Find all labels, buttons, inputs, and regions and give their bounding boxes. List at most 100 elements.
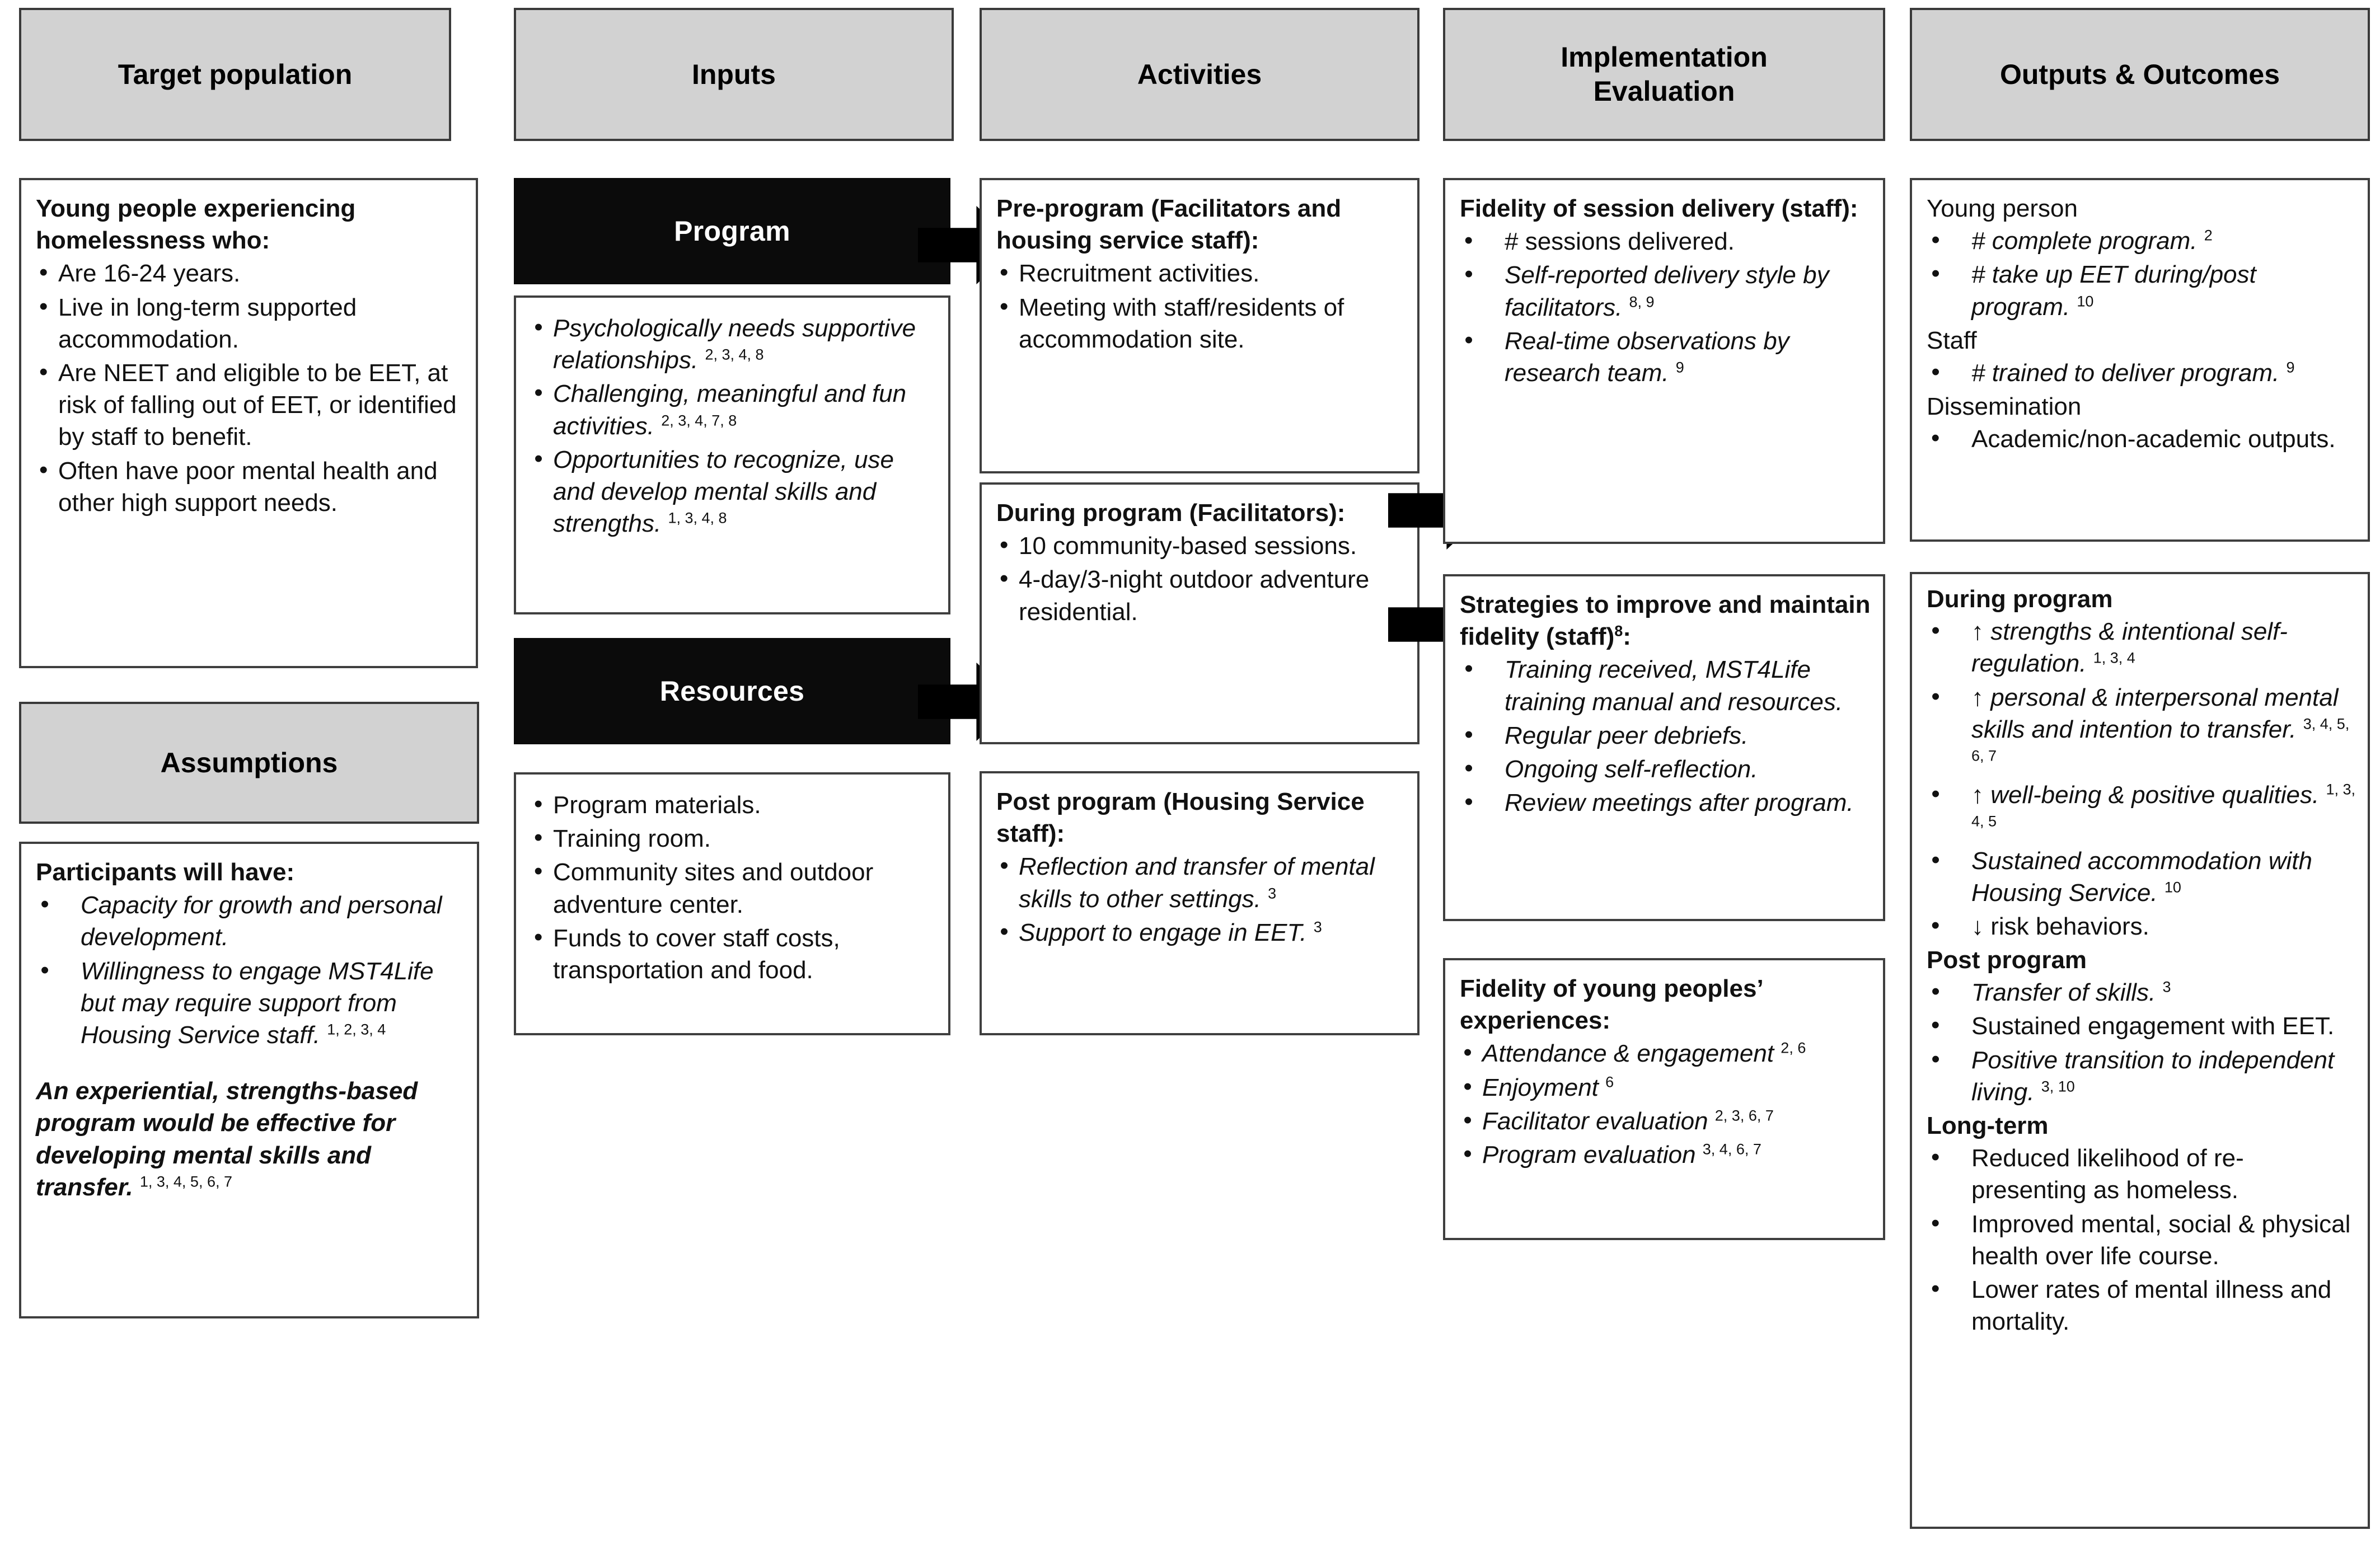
- inputs-resources-list: Program materials. Training room. Commun…: [531, 788, 937, 986]
- list-item-text: Transfer of skills.: [1971, 979, 2156, 1007]
- list-item-text: Support to engage in EET.: [1019, 918, 1307, 946]
- header-label: Assumptions: [160, 747, 338, 778]
- box-title-text: Strategies to improve and maintain fidel…: [1460, 591, 1871, 651]
- assumptions-content: Participants will have: Capacity for gro…: [21, 844, 477, 1211]
- list-item: Capacity for growth and personal develop…: [36, 888, 466, 953]
- outcomes-long-term-list: Reduced likelihood of re-presenting as h…: [1927, 1141, 2356, 1337]
- list-item-text: personal & interpersonal mental skills a…: [1971, 683, 2339, 743]
- column-header-inputs: Inputs: [514, 8, 954, 141]
- list-item-text: # complete program.: [1971, 227, 2198, 255]
- list-item-text: Academic/non-academic outputs.: [1971, 425, 2336, 453]
- column-header-activities: Activities: [980, 8, 1419, 141]
- list-item: Challenging, meaningful and fun activiti…: [531, 377, 937, 442]
- header-label: Inputs: [692, 58, 776, 90]
- list-item: ↑ personal & interpersonal mental skills…: [1927, 681, 2356, 778]
- list-item-text: Real-time observations by research team.: [1505, 327, 1789, 387]
- list-item: Real-time observations by research team.…: [1460, 324, 1872, 389]
- reference-marker: 2, 6: [1781, 1039, 1806, 1057]
- list-item: Live in long-term supported accommodatio…: [36, 290, 465, 355]
- list-item: Positive transition to independent livin…: [1927, 1043, 2356, 1108]
- assumptions-header: Assumptions: [19, 702, 479, 824]
- reference-marker: 3, 4, 5, 6, 7: [1971, 715, 2350, 764]
- header-label-line1: Implementation: [1561, 41, 1768, 73]
- list-item-text: # sessions delivered.: [1505, 228, 1735, 256]
- list-item-text: Sustained accommodation with Housing Ser…: [1971, 847, 2312, 907]
- list-item: Reflection and transfer of mental skills…: [996, 850, 1406, 914]
- inputs-resources-box: Program materials. Training room. Commun…: [514, 772, 950, 1035]
- outcomes-during-program-list: ↑ strengths & intentional self-regulatio…: [1927, 614, 2356, 942]
- list-item: Training received, MST4Life training man…: [1460, 653, 1872, 717]
- list-item: Review meetings after program.: [1460, 786, 1872, 819]
- list-item: Are NEET and eligible to be EET, at risk…: [36, 356, 465, 453]
- list-item: Self-reported delivery style by facilita…: [1460, 258, 1872, 323]
- list-item: Often have poor mental health and other …: [36, 453, 465, 519]
- inputs-resources-content: Program materials. Training room. Commun…: [516, 775, 948, 996]
- list-item: Program evaluation 3, 4, 6, 7: [1460, 1138, 1872, 1171]
- activities-pre-program-box: Pre-program (Facilitators and housing se…: [980, 178, 1419, 473]
- target-population-content: Young people experiencing homelessness w…: [21, 180, 476, 528]
- header-label: Target population: [118, 58, 353, 90]
- list-item: Enjoyment 6: [1460, 1071, 1872, 1104]
- column-header-implementation-evaluation: Implementation Evaluation: [1443, 8, 1885, 141]
- strategies-list: Training received, MST4Life training man…: [1460, 653, 1872, 819]
- assumptions-list: Capacity for growth and personal develop…: [36, 888, 466, 1051]
- list-item: Training room.: [531, 822, 937, 855]
- group-label-young-person: Young person: [1927, 195, 2078, 222]
- strategies-fidelity-box: Strategies to improve and maintain fidel…: [1443, 574, 1885, 921]
- list-item: Meeting with staff/residents of accommod…: [996, 290, 1406, 355]
- list-item: 4-day/3-night outdoor adventure resident…: [996, 562, 1406, 627]
- reference-marker: 2: [2204, 227, 2213, 244]
- reference-marker: 1, 3, 4, 8: [668, 509, 727, 527]
- reference-marker: 2, 3, 4, 8: [705, 346, 764, 363]
- box-title: Participants will have:: [36, 858, 295, 886]
- inputs-resources-banner: Resources: [514, 638, 950, 744]
- target-population-list: Are 16-24 years. Live in long-term suppo…: [36, 256, 465, 519]
- list-item-text: Enjoyment: [1482, 1073, 1599, 1101]
- list-item: Sustained accommodation with Housing Ser…: [1927, 843, 2356, 909]
- outcomes-content: During program ↑ strengths & intentional…: [1912, 574, 2368, 1347]
- list-item: Funds to cover staff costs, transportati…: [531, 921, 937, 986]
- list-item-text: risk behaviors.: [1990, 912, 2149, 940]
- list-item: Improved mental, social & physical healt…: [1927, 1207, 2356, 1272]
- reference-marker: 3, 10: [2041, 1078, 2075, 1095]
- column-header-outputs-outcomes: Outputs & Outcomes: [1910, 8, 2370, 141]
- down-arrow-icon: ↓: [1971, 912, 1984, 940]
- header-label: Outputs & Outcomes: [1999, 58, 2280, 90]
- list-item: ↓ risk behaviors.: [1927, 909, 2356, 942]
- list-item: Facilitator evaluation 2, 3, 6, 7: [1460, 1104, 1872, 1137]
- list-item-text: # trained to deliver program.: [1971, 359, 2280, 387]
- up-arrow-icon: ↑: [1971, 781, 1984, 809]
- post-program-list: Reflection and transfer of mental skills…: [996, 850, 1406, 949]
- list-item: Academic/non-academic outputs.: [1927, 422, 2356, 455]
- target-population-box: Young people experiencing homelessness w…: [19, 178, 478, 668]
- list-item-text: Facilitator evaluation: [1482, 1107, 1708, 1135]
- list-item: # take up EET during/post program. 10: [1927, 257, 2356, 322]
- fidelity-session-list: # sessions delivered. Self-reported deli…: [1460, 224, 1872, 389]
- reference-marker: 8: [1614, 622, 1623, 640]
- box-title: Fidelity of young peoples’ experiences:: [1460, 975, 1763, 1035]
- reference-marker: 3: [2162, 978, 2171, 996]
- reference-marker: 1, 3, 4, 5: [1971, 781, 2355, 830]
- list-item: # complete program. 2: [1927, 224, 2356, 257]
- strategies-content: Strategies to improve and maintain fidel…: [1445, 576, 1883, 828]
- fidelity-young-people-list: Attendance & engagement 2, 6 Enjoyment 6…: [1460, 1036, 1872, 1171]
- list-item: # trained to deliver program. 9: [1927, 356, 2356, 389]
- group-label-long-term: Long-term: [1927, 1112, 2049, 1139]
- inputs-program-banner: Program: [514, 178, 950, 284]
- list-item: 10 community-based sessions.: [996, 529, 1406, 562]
- outcomes-box: During program ↑ strengths & intentional…: [1910, 572, 2370, 1529]
- inputs-program-content: Psychologically needs supportive relatio…: [516, 298, 948, 549]
- list-item-text: Willingness to engage MST4Life but may r…: [81, 957, 434, 1049]
- list-item: Psychologically needs supportive relatio…: [531, 311, 937, 376]
- list-item: Recruitment activities.: [996, 256, 1406, 289]
- list-item: Reduced likelihood of re-presenting as h…: [1927, 1141, 2356, 1206]
- reference-marker: 10: [2164, 879, 2181, 896]
- list-item: Attendance & engagement 2, 6: [1460, 1036, 1872, 1069]
- list-item: Program materials.: [531, 788, 937, 821]
- list-item-text: Capacity for growth and personal develop…: [81, 891, 442, 951]
- activities-post-program-content: Post program (Housing Service staff): Re…: [982, 773, 1417, 958]
- inputs-program-list: Psychologically needs supportive relatio…: [531, 311, 937, 539]
- list-item: Are 16-24 years.: [36, 256, 465, 289]
- list-item-text: Sustained engagement with EET.: [1971, 1012, 2335, 1040]
- reference-marker: 9: [1675, 359, 1684, 376]
